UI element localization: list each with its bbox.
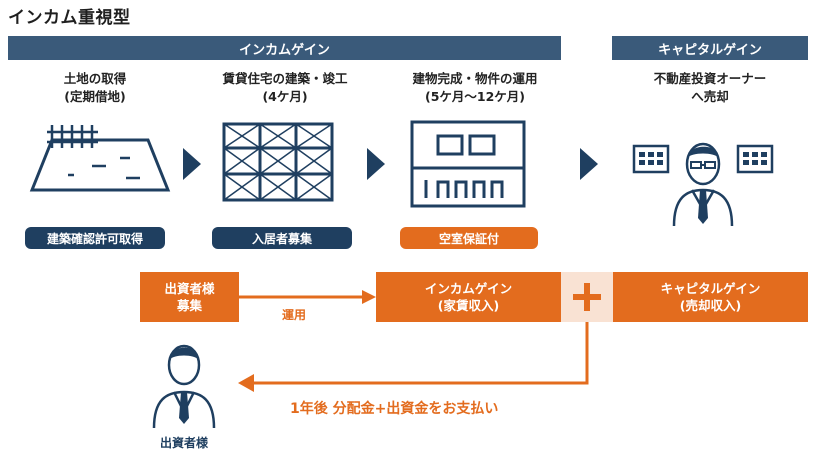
step-construction-label: 賃貸住宅の建築・竣工 (4ケ月)	[222, 71, 348, 104]
operation-label: 運用	[282, 308, 307, 322]
investor-caption: 出資者様	[159, 436, 208, 450]
chevron-right-icon	[580, 148, 598, 180]
building-icon	[410, 120, 526, 208]
investor-person-icon	[152, 344, 216, 429]
step-land-label: 土地の取得 (定期借地)	[63, 71, 127, 104]
chevron-right-icon	[367, 148, 385, 180]
capital-gain-band: キャピタルゲイン	[612, 36, 808, 60]
arrow-right-icon	[362, 290, 376, 304]
badge-tenant-recruit: 入居者募集	[212, 227, 352, 249]
owner-buildings-icon	[632, 142, 774, 227]
investor-recruit-box: 出資者様 募集	[140, 272, 239, 322]
construction-frame-icon	[222, 122, 334, 202]
income-gain-box: インカムゲイン (家賃収入)	[376, 272, 561, 322]
return-arrow-line	[252, 322, 589, 385]
capital-gain-box: キャピタルゲイン (売却収入)	[613, 272, 808, 322]
chevron-right-icon	[183, 148, 201, 180]
page-title: インカム重視型	[8, 8, 131, 28]
step-operation-label: 建物完成・物件の運用 (5ケ月〜12ケ月)	[412, 71, 538, 104]
income-gain-band: インカムゲイン	[8, 36, 561, 60]
badge-building-permit: 建築確認許可取得	[25, 227, 165, 249]
land-icon	[29, 125, 171, 192]
plus-icon	[573, 283, 601, 311]
arrow-left-icon	[238, 374, 254, 392]
badge-vacancy-guarantee: 空室保証付	[400, 227, 538, 249]
return-payment-label: 1年後 分配金+出資金をお支払い	[290, 401, 499, 417]
step-sale-label: 不動産投資オーナー へ売却	[653, 71, 767, 104]
